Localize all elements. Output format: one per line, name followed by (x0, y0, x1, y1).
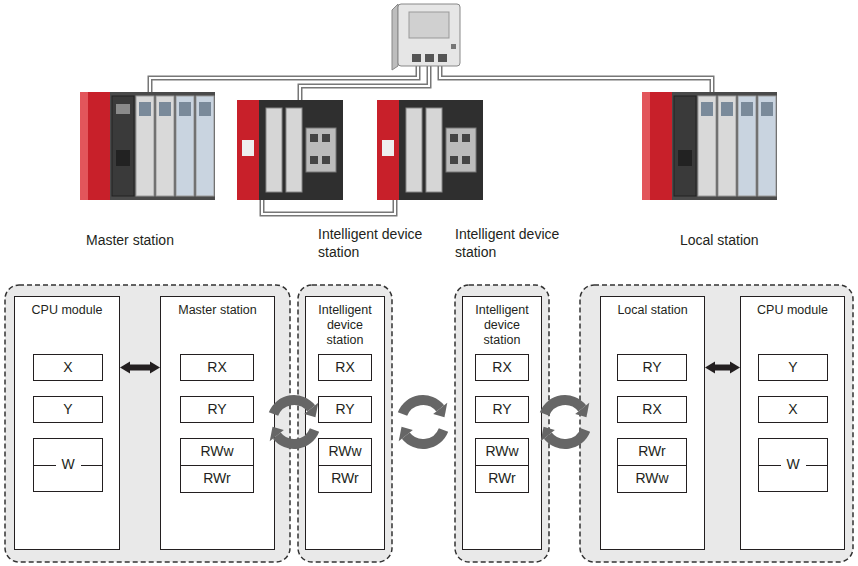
station-box: Intelligent device stationRX RY RWwRWr (305, 296, 385, 550)
wire-line (759, 465, 781, 466)
station-box: Local stationRY RX RWrRWw (600, 296, 705, 550)
device-box: RX (617, 396, 687, 423)
wire-line (34, 465, 56, 466)
cyclic-symbol (269, 395, 319, 449)
station-box: Intelligent device stationRX RY RWwRWr (462, 296, 542, 550)
device-label: X (63, 360, 72, 375)
device-box: RWw (617, 465, 687, 493)
device-label: RWr (331, 471, 358, 486)
device-box: RWr (318, 465, 372, 493)
station-caption: Intelligent device station (455, 226, 563, 261)
device-box: Y (758, 354, 828, 381)
device-label: RX (642, 402, 661, 417)
device-label: RWw (635, 471, 668, 486)
device-box: RY (475, 396, 529, 423)
station-caption: Local station (680, 232, 800, 250)
device-label: RWw (328, 444, 361, 459)
device-box: RWw (180, 438, 254, 466)
station-caption: Master station (86, 232, 221, 250)
double-arrow (130, 365, 150, 371)
device-box: RX (180, 354, 254, 381)
device-label: RY (207, 402, 226, 417)
device-label: RX (492, 360, 511, 375)
master-plc (80, 92, 215, 200)
device-label: W (61, 457, 74, 472)
device-box: RWr (475, 465, 529, 493)
device-box: RY (617, 354, 687, 381)
cyclic-symbol (540, 395, 590, 449)
station-group (455, 285, 549, 562)
device-label: RWw (485, 444, 518, 459)
device-box: RY (318, 396, 372, 423)
cyclic-symbol (398, 395, 448, 449)
switching-hub (392, 4, 460, 70)
device-box: RX (318, 354, 372, 381)
device-box: RWw (318, 438, 372, 466)
device-label: RY (335, 402, 354, 417)
device-box: X (33, 354, 103, 381)
device-box: RWr (617, 438, 687, 466)
double-arrow (715, 365, 730, 371)
intelligent-device (377, 100, 483, 200)
wire-line (81, 465, 102, 466)
box-heading: CPU module (15, 297, 119, 318)
device-box: W (33, 438, 103, 492)
device-label: Y (788, 360, 797, 375)
device-box: RY (180, 396, 254, 423)
station-group (5, 285, 290, 562)
device-label: RY (492, 402, 511, 417)
station-caption: Intelligent device station (318, 226, 426, 261)
station-box: CPU moduleY X W (740, 296, 845, 550)
device-label: RWr (203, 471, 230, 486)
box-heading: Intelligent device station (463, 297, 541, 348)
device-label: RWr (638, 444, 665, 459)
device-box: W (758, 438, 828, 492)
device-box: X (758, 396, 828, 423)
box-heading: Local station (601, 297, 704, 318)
device-label: RX (207, 360, 226, 375)
network-cable (150, 64, 712, 214)
intelligent-device (237, 100, 343, 200)
station-box: CPU moduleX Y W (14, 296, 120, 550)
device-box: Y (33, 396, 103, 423)
box-heading: Master station (161, 297, 274, 318)
device-label: RWr (488, 471, 515, 486)
local-plc (642, 92, 777, 200)
device-box: RWw (475, 438, 529, 466)
box-heading: Intelligent device station (306, 297, 384, 348)
device-label: RX (335, 360, 354, 375)
device-box: RWr (180, 465, 254, 493)
station-box: Master stationRX RY RWwRWr (160, 296, 275, 550)
station-group (580, 285, 853, 562)
device-label: RWw (200, 444, 233, 459)
device-label: X (788, 402, 797, 417)
device-box: RX (475, 354, 529, 381)
station-group (298, 285, 392, 562)
device-label: Y (63, 402, 72, 417)
box-heading: CPU module (741, 297, 844, 318)
device-label: W (786, 457, 799, 472)
wire-line (806, 465, 827, 466)
device-label: RY (642, 360, 661, 375)
